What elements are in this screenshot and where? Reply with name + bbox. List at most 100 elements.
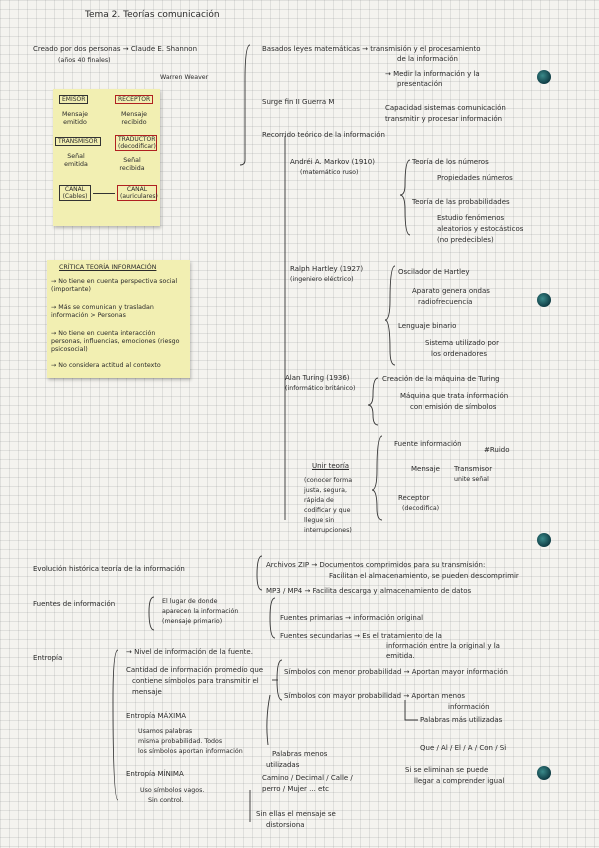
hartley-t2b: los ordenadores [431, 350, 488, 358]
markov-t2a: Estudio fenómenos [437, 214, 505, 222]
basados-line-2: de la información [397, 55, 458, 63]
entropia-palabras: Palabras más utilizadas [420, 716, 503, 724]
diagram-transmisor-box: TRANSMISOR [55, 137, 101, 146]
critica-item-2: → Más se comunican y trasladan informaci… [51, 304, 154, 319]
entropia-min-1: Uso símbolos vagos. [140, 787, 205, 794]
critica-item-1: → No tiene en cuenta perspectiva social … [51, 278, 178, 293]
markov-t2b: aleatorios y estocásticos [437, 225, 524, 233]
diagram-canal-cables-box: CANAL (Cables) [59, 185, 91, 201]
entropia-pal-menos-4: perro / Mujer ... etc [262, 785, 329, 793]
binder-hole [537, 293, 551, 307]
diagram-mensaje-recibido: Mensaje recibido [120, 111, 148, 126]
diagram-senal-emitida: Señal emitida [64, 153, 88, 168]
teoria-mensaje: Mensaje [411, 465, 440, 473]
entropia-pal-menos-2: utilizadas [266, 761, 300, 769]
markov-t1a: Propiedades números [437, 174, 513, 182]
teoria-ruido: #Ruido [484, 446, 510, 454]
fuentes-desc-3: (mensaje primario) [162, 618, 223, 625]
turing-t1: Creación de la máquina de Turing [382, 375, 500, 383]
binder-hole [537, 533, 551, 547]
teoria-receptor: Receptor [398, 494, 430, 502]
fuentes-desc-1: El lugar de donde [162, 598, 218, 605]
fuentes-heading: Fuentes de información [33, 600, 116, 608]
entropia-s1: Símbolos con menor probabilidad → Aporta… [284, 668, 508, 676]
diagram-emisor-box: EMISOR [59, 95, 89, 104]
teoria-fuente: Fuente información [394, 440, 462, 448]
basados-line-4: presentación [397, 80, 443, 88]
teoria-note-2: justa, segura, [304, 487, 347, 494]
evolucion-heading: Evolución histórica teoría de la informa… [33, 565, 185, 573]
hartley-t1b: radiofrecuencia [418, 298, 473, 306]
fuentes-secundarias: Fuentes secundarias → Es el tratamiento … [280, 632, 442, 640]
turing-t1b: con emisión de símbolos [410, 403, 497, 411]
page-title: Tema 2. Teorías comunicación [85, 10, 220, 20]
entropia-sin-ellas-2: distorsiona [266, 821, 305, 829]
markov-t1: Teoría de los números [412, 158, 489, 166]
diagram-receptor-box: RECEPTOR [115, 95, 154, 104]
basados-line-5: Capacidad sistemas comunicación [385, 104, 506, 112]
binder-hole [537, 766, 551, 780]
entropia-s2: Símbolos con mayor probabilidad → Aporta… [284, 692, 465, 700]
entropia-max-3: los símbolos aportan información [138, 748, 243, 755]
fuentes-desc-2: aparecen la información [162, 608, 239, 615]
turing-name: Alan Turing (1936) [285, 374, 350, 382]
entropia-pal-menos-3: Camino / Decimal / Calle / [262, 774, 353, 782]
basados-line-6: transmitir y procesar información [385, 115, 503, 123]
teoria-note-1: (conocer forma [304, 477, 353, 484]
hartley-role: (ingeniero eléctrico) [290, 276, 354, 283]
turing-role: (informático británico) [285, 385, 356, 392]
recorrido-heading: Recorrido teórico de la información [262, 131, 385, 139]
teoria-note-3: rápida de [304, 497, 334, 504]
evolucion-mp3: MP3 / MP4 → Facilita descarga y almacena… [266, 587, 472, 595]
hartley-t1a: Aparato genera ondas [412, 287, 490, 295]
critica-item-4: → No considera actitud al contexto [51, 362, 161, 369]
fuentes-primarias: Fuentes primarias → información original [280, 614, 424, 622]
intro-line-2: (años 40 finales) [58, 57, 111, 64]
surge-text: Surge fin II Guerra M [262, 98, 335, 106]
entropia-sin-ellas-1: Sin ellas el mensaje se [256, 810, 336, 818]
markov-t2c: (no predecibles) [437, 236, 494, 244]
hartley-t2: Lenguaje binario [398, 322, 457, 330]
entropia-max-2: misma probabilidad. Todos [138, 738, 223, 745]
turing-t1a: Máquina que trata información [400, 392, 509, 400]
critica-item-3: → No tiene en cuenta interacción persona… [51, 330, 180, 353]
fuentes-secundarias-2: información entre la original y la [386, 642, 500, 650]
markov-role: (matemático ruso) [300, 169, 359, 176]
teoria-note-6: interrupciones) [304, 527, 352, 534]
hartley-name: Ralph Hartley (1927) [290, 265, 364, 273]
teoria-transmisor: Transmisor [454, 465, 493, 473]
hartley-t1: Oscilador de Hartley [398, 268, 470, 276]
entropia-si-elimina-1: Si se eliminan se puede [405, 766, 489, 774]
intro-line-3: Warren Weaver [160, 74, 209, 81]
markov-name: Andréi A. Markov (1910) [290, 158, 375, 166]
entropia-e2c: mensaje [132, 688, 162, 696]
entropia-min-2: Sin control. [148, 797, 184, 804]
diagram-senal-recibida: Señal recibida [119, 157, 145, 172]
entropia-minima: Entropía MÍNIMA [126, 770, 184, 778]
sticky-note-critica: CRÍTICA TEORÍA INFORMACIÓN → No tiene en… [47, 260, 190, 378]
markov-t2: Teoría de las probabilidades [412, 198, 510, 206]
teoria-name: Unir teoría [312, 462, 350, 470]
basados-line-3: → Medir la información y la [385, 70, 480, 78]
entropia-pal-menos-1: Palabras menos [272, 750, 328, 758]
entropia-e2b: contiene símbolos para transmitir el [132, 677, 259, 685]
binder-hole [537, 70, 551, 84]
diagram-canal-auriculares-box: CANAL (auriculares) [117, 185, 158, 201]
entropia-e2a: Cantidad de información promedio que [126, 666, 264, 674]
fuentes-secundarias-3: emitida. [386, 652, 415, 660]
basados-line-1: Basados leyes matemáticas → transmisión … [262, 45, 481, 53]
sticky-note-diagram: EMISOR RECEPTOR Mensaje emitido Mensaje … [53, 89, 160, 226]
evolucion-zip-2: Facilitan el almacenamiento, se pueden d… [329, 572, 519, 580]
entropia-max-1: Usamos palabras [138, 728, 193, 735]
entropia-si-elimina-2: llegar a comprender igual [414, 777, 505, 785]
evolucion-zip: Archivos ZIP → Documentos comprimidos pa… [266, 561, 486, 569]
critica-title: CRÍTICA TEORÍA INFORMACIÓN [59, 264, 157, 271]
entropia-heading: Entropía [33, 654, 63, 662]
teoria-receptor-2: (decodifica) [402, 505, 440, 512]
teoria-transmisor-2: unite señal [454, 476, 489, 483]
entropia-e1: → Nivel de información de la fuente. [126, 648, 253, 656]
diagram-traductor-box: TRADUCTOR (decodificar) [115, 135, 157, 151]
teoria-note-5: llegue sin [304, 517, 335, 524]
entropia-palabras-list: Que / Al / El / A / Con / Si [420, 744, 507, 752]
